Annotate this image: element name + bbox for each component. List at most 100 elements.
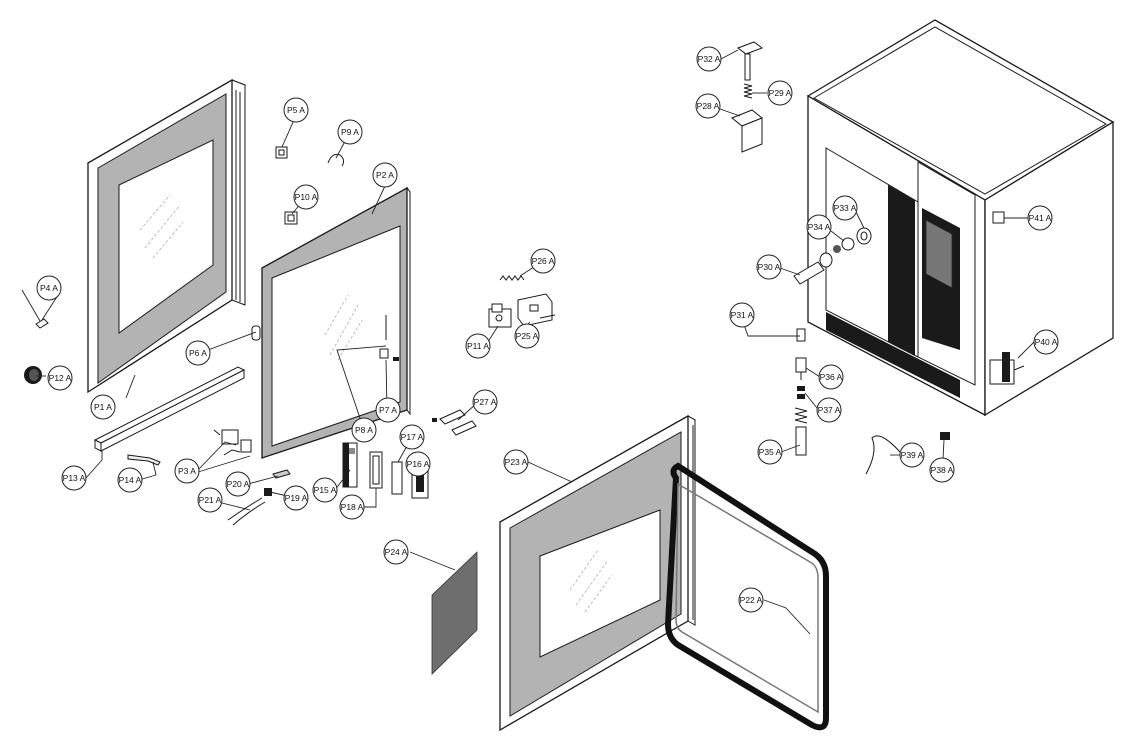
label-p37: P37 A	[816, 397, 842, 423]
svg-text:P39 A: P39 A	[901, 450, 924, 460]
label-p15: P15 A	[312, 477, 338, 503]
part-p7-screw	[393, 357, 399, 361]
svg-text:P35 A: P35 A	[759, 447, 782, 457]
label-p14: P14 A	[117, 467, 143, 493]
label-p31: P31 A	[729, 302, 755, 328]
label-p7: P7 A	[375, 397, 401, 423]
svg-text:P34 A: P34 A	[808, 222, 831, 232]
part-p14-handle-rod	[127, 454, 161, 466]
label-p38: P38 A	[929, 457, 955, 483]
svg-text:P10 A: P10 A	[295, 192, 318, 202]
svg-text:P3 A: P3 A	[178, 466, 196, 476]
part-p29-spring	[743, 83, 753, 99]
svg-text:P15 A: P15 A	[314, 485, 337, 495]
svg-text:P32 A: P32 A	[698, 54, 721, 64]
svg-text:P41 A: P41 A	[1029, 213, 1052, 223]
part-p11-bracket	[488, 303, 512, 328]
svg-text:P27 A: P27 A	[474, 397, 497, 407]
svg-text:P28 A: P28 A	[697, 101, 720, 111]
part-p41-cap	[992, 211, 1005, 224]
label-p23: P23 A	[503, 449, 529, 475]
label-p8: P8 A	[351, 417, 377, 443]
svg-text:P38 A: P38 A	[931, 465, 954, 475]
label-p40: P40 A	[1033, 329, 1059, 355]
label-p17: P17 A	[399, 424, 425, 450]
part-p21-cable	[227, 497, 266, 526]
label-p1: P1 A	[90, 394, 116, 420]
label-p22: P22 A	[738, 587, 764, 613]
label-p34: P34 A	[806, 214, 832, 240]
svg-text:P37 A: P37 A	[818, 405, 841, 415]
part-p10-clip	[284, 211, 298, 225]
part-oven-body	[806, 19, 1115, 417]
label-p5: P5 A	[283, 97, 309, 123]
part-p1-outer-door-frame	[86, 78, 247, 394]
part-p15-lock-body	[342, 442, 358, 488]
svg-text:P29 A: P29 A	[769, 88, 792, 98]
part-p18-plate	[369, 451, 383, 489]
label-p3: P3 A	[174, 458, 200, 484]
part-p33-knob	[856, 227, 872, 245]
svg-text:P9 A: P9 A	[341, 127, 359, 137]
svg-text:P20 A: P20 A	[227, 479, 250, 489]
part-p30-valve	[793, 252, 833, 285]
part-p4-latch	[21, 289, 49, 329]
svg-text:P31 A: P31 A	[731, 310, 754, 320]
svg-text:P33 A: P33 A	[834, 203, 857, 213]
label-p28: P28 A	[695, 93, 721, 119]
label-p19: P19 A	[283, 485, 309, 511]
svg-text:P16 A: P16 A	[407, 459, 430, 469]
part-p37-fitting	[797, 386, 805, 399]
label-p18: P18 A	[339, 494, 365, 520]
part-p39-wire	[865, 435, 901, 475]
svg-text:P22 A: P22 A	[740, 595, 763, 605]
label-p16: P16 A	[405, 451, 431, 477]
svg-text:P11 A: P11 A	[467, 341, 489, 351]
svg-text:P25 A: P25 A	[516, 331, 539, 341]
svg-text:P24 A: P24 A	[385, 547, 408, 557]
label-p27: P27 A	[472, 389, 498, 415]
label-p41: P41 A	[1027, 205, 1053, 231]
part-p34-knob-shaft	[833, 237, 855, 253]
svg-text:P8 A: P8 A	[355, 425, 373, 435]
part-p28-bracket	[731, 109, 763, 153]
part-p22-door-gasket	[664, 462, 829, 731]
label-p26: P26 A	[530, 248, 556, 274]
label-p6: P6 A	[185, 340, 211, 366]
part-p32-pin	[736, 41, 764, 81]
part-p40-hinge	[989, 352, 1025, 385]
svg-text:P26 A: P26 A	[532, 256, 555, 266]
part-p36-valve	[795, 357, 807, 380]
svg-text:P36 A: P36 A	[820, 372, 843, 382]
svg-text:P5 A: P5 A	[287, 105, 305, 115]
label-p35: P35 A	[757, 439, 783, 465]
svg-text:P14 A: P14 A	[119, 475, 142, 485]
part-p9-spring-clip	[327, 153, 345, 167]
part-p35-sensor	[794, 407, 808, 456]
label-p24: P24 A	[383, 539, 409, 565]
label-p13: P13 A	[61, 465, 87, 491]
svg-text:P7 A: P7 A	[379, 405, 397, 415]
label-p12: P12 A	[47, 365, 73, 391]
svg-text:P21 A: P21 A	[199, 495, 222, 505]
svg-text:P18 A: P18 A	[341, 502, 364, 512]
part-p2-inner-door-panel	[261, 186, 411, 459]
part-p24-insulation-panel	[431, 551, 478, 675]
svg-text:P40 A: P40 A	[1035, 337, 1058, 347]
svg-text:P17 A: P17 A	[401, 432, 424, 442]
part-p5-clip	[275, 146, 288, 159]
part-p23-door-assembly	[498, 414, 697, 732]
part-p26-spring	[499, 275, 525, 281]
svg-text:P2 A: P2 A	[376, 170, 394, 180]
label-p11: P11 A	[465, 333, 491, 359]
svg-text:P12 A: P12 A	[49, 373, 72, 383]
label-p32: P32 A	[696, 46, 722, 72]
label-p20: P20 A	[225, 471, 251, 497]
part-p13-bottom-rail	[93, 366, 246, 452]
label-p29: P29 A	[767, 80, 793, 106]
part-p12-knob	[24, 366, 42, 384]
part-p3-hinge-parts	[213, 429, 252, 456]
part-p17-gasket	[391, 461, 403, 495]
part-p6-bracket	[251, 325, 261, 341]
